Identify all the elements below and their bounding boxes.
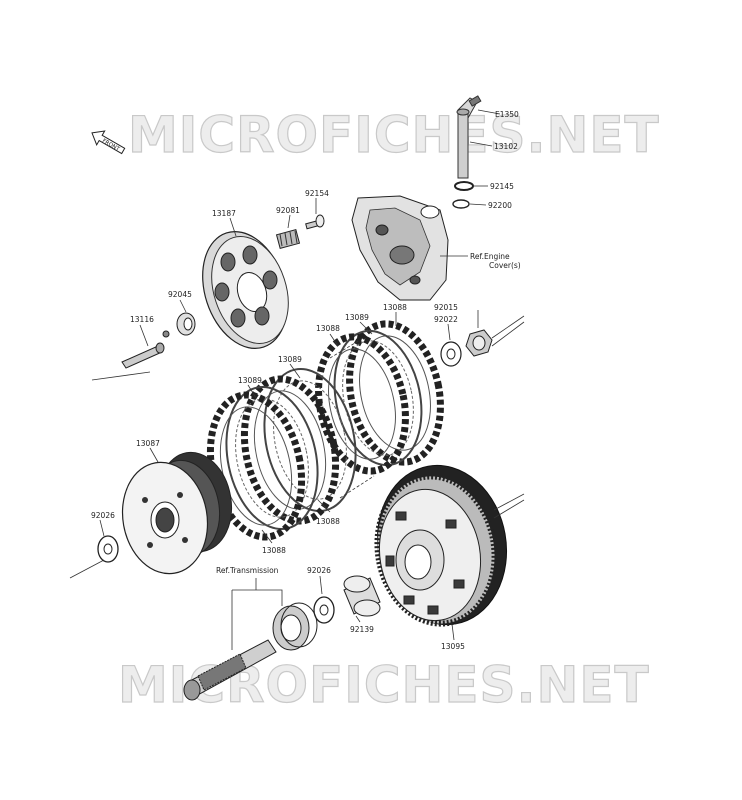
- label-13089-b: 13089: [278, 355, 302, 364]
- part-13087-clutch-hub: [121, 451, 233, 575]
- label-13116: 13116: [130, 315, 154, 324]
- part-92145-circlip: [454, 181, 474, 191]
- label-92015: 92015: [434, 303, 458, 312]
- label-ref-transmission: Ref.Transmission: [216, 566, 279, 575]
- friction-plate-upper-2: [315, 333, 409, 475]
- friction-plate-lower-1: [240, 375, 340, 525]
- part-13095-clutch-housing: [374, 464, 508, 627]
- label-13102: 13102: [494, 142, 518, 151]
- label-e1350: E1350: [495, 110, 519, 119]
- front-arrow-icon: FRONT: [91, 130, 126, 155]
- label-13087: 13087: [136, 439, 160, 448]
- label-92154: 92154: [305, 189, 329, 198]
- label-13089-a: 13089: [345, 313, 369, 322]
- part-92026-washer-right: [313, 596, 335, 624]
- label-92026-a: 92026: [91, 511, 115, 520]
- part-92081-spring: [275, 229, 301, 249]
- watermark-bottom: MICROFICHES.NET: [118, 656, 650, 714]
- part-92015-nut: [465, 329, 493, 357]
- part-92045-bearing: [176, 312, 196, 336]
- transmission-bearing: [272, 602, 318, 651]
- part-92154-bolt: [305, 214, 325, 230]
- label-13089-c: 13089: [238, 376, 262, 385]
- part-92200-washer: [452, 199, 470, 209]
- watermark-top: MICROFICHES.NET: [128, 106, 660, 164]
- label-92045: 92045: [168, 290, 192, 299]
- label-13088-d: 13088: [262, 546, 286, 555]
- label-13187: 13187: [212, 209, 236, 218]
- label-ref-engine-cover-2: Cover(s): [489, 261, 521, 270]
- engine-cover-part: [351, 195, 449, 301]
- part-13102-shaft: [456, 95, 482, 179]
- label-92145: 92145: [490, 182, 514, 191]
- part-13187-pressure-plate: [202, 231, 289, 349]
- label-92081: 92081: [276, 206, 300, 215]
- part-92139-sleeve: [343, 575, 381, 617]
- label-92026-b: 92026: [307, 566, 331, 575]
- label-92022: 92022: [434, 315, 458, 324]
- label-13088-c: 13088: [316, 517, 340, 526]
- part-92026-washer-left: [97, 535, 119, 563]
- part-92022-washer: [440, 341, 462, 367]
- label-13088-b: 13088: [316, 324, 340, 333]
- transmission-shaft: [183, 639, 277, 701]
- label-13088-a: 13088: [383, 303, 407, 312]
- friction-plate-upper-1: [346, 320, 444, 466]
- label-13095: 13095: [441, 642, 465, 651]
- part-13116-pushrod: [121, 330, 170, 369]
- label-92200: 92200: [488, 201, 512, 210]
- label-92139: 92139: [350, 625, 374, 634]
- label-ref-engine-cover-1: Ref.Engine: [470, 252, 510, 261]
